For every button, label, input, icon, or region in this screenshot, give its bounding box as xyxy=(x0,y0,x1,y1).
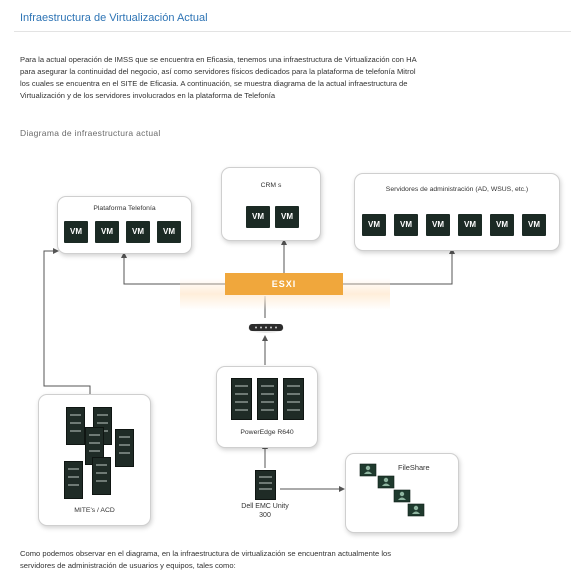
vm-icon: VM xyxy=(275,206,299,228)
intro-line-2: para asegurar la continuidad del negocio… xyxy=(20,67,416,76)
poweredge-box: PowerEdge R640 xyxy=(216,366,318,448)
server-icon xyxy=(283,378,304,420)
unity-label: Dell EMC Unity 300 xyxy=(241,503,289,519)
vm-icon: VM xyxy=(64,221,88,243)
vm-icon: VM xyxy=(490,214,514,236)
telefonia-box: Plataforma Telefonía VM VM VM VM xyxy=(57,196,192,254)
heading-divider xyxy=(14,31,571,32)
server-icon xyxy=(85,427,104,465)
vm-icon: VM xyxy=(362,214,386,236)
admin-label: Servidores de administración (AD, WSUS, … xyxy=(385,186,529,193)
page-heading: Infraestructura de Virtualización Actual xyxy=(20,12,208,24)
telefonia-label: Plataforma Telefonía xyxy=(93,205,156,212)
vm-icon: VM xyxy=(95,221,119,243)
vm-icon: VM xyxy=(246,206,270,228)
esxi-glow xyxy=(180,278,390,310)
vm-icon: VM xyxy=(458,214,482,236)
crm-label: CRM s xyxy=(260,182,282,189)
server-icon xyxy=(231,378,252,420)
vm-icon: VM xyxy=(522,214,546,236)
fileshare-box: FileShare xyxy=(345,453,459,533)
fileshare-label: FileShare xyxy=(398,463,430,472)
vm-icon: VM xyxy=(394,214,418,236)
vm-icon: VM xyxy=(126,221,150,243)
outro-line-2: servidores de administración de usuarios… xyxy=(20,561,236,570)
network-switch-icon xyxy=(247,321,285,333)
esxi-label: ESXI xyxy=(225,273,343,295)
crm-box: CRM s VM VM xyxy=(221,167,321,241)
intro-line-4: Virtualización y de los servidores invol… xyxy=(20,91,276,100)
server-icon xyxy=(66,407,85,445)
mite-acd-label: MITE's / ACD xyxy=(74,507,115,514)
fileshare-users-icon xyxy=(359,463,425,517)
intro-line-3: los cuales se encuentra en el SITE de Ef… xyxy=(20,79,408,88)
server-icon xyxy=(115,429,134,467)
intro-line-1: Para la actual operación de IMSS que se … xyxy=(20,55,417,64)
vm-icon: VM xyxy=(426,214,450,236)
mite-acd-box: MITE's / ACD xyxy=(38,394,151,526)
server-icon xyxy=(93,407,112,445)
poweredge-label: PowerEdge R640 xyxy=(240,429,294,436)
outro-line-1: Como podemos observar en el diagrama, en… xyxy=(20,549,392,558)
server-icon xyxy=(92,457,111,495)
diagram-heading: Diagrama de infraestructura actual xyxy=(20,128,161,138)
storage-icon xyxy=(255,470,276,500)
vm-icon: VM xyxy=(157,221,181,243)
admin-servers-box: Servidores de administración (AD, WSUS, … xyxy=(354,173,560,251)
server-icon xyxy=(257,378,278,420)
server-icon xyxy=(64,461,83,499)
